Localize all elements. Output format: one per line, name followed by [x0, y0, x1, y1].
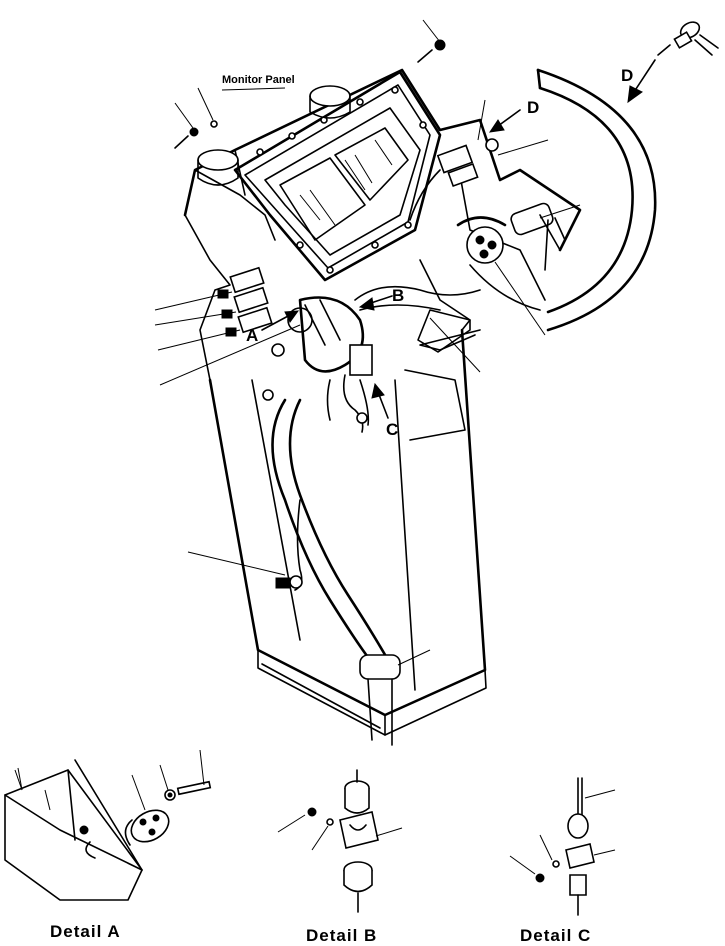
- detail-b-drawing: [277, 769, 403, 913]
- arrow-a-label: A: [246, 326, 259, 345]
- detail-a-caption: Detail A: [50, 922, 121, 941]
- arrow-b: [358, 295, 393, 311]
- detail-a-drawing: [4, 749, 212, 901]
- arrow-a: [261, 310, 300, 331]
- leader-lines: [154, 19, 581, 666]
- monitor-panel-label: Monitor Panel: [222, 74, 295, 86]
- detail-c-caption: Detail C: [520, 926, 592, 945]
- wiring-harness: [262, 285, 481, 746]
- top-right-connector: [409, 138, 499, 221]
- detail-c-drawing: [509, 777, 616, 916]
- arrow-d-right-label: D: [621, 66, 634, 85]
- arrow-b-label: B: [392, 286, 405, 305]
- arrow-d-right: [627, 59, 656, 104]
- key-switch: [456, 202, 566, 311]
- arrow-d-top: [488, 109, 521, 133]
- bolt-top: [174, 39, 446, 149]
- detail-b-caption: Detail B: [306, 926, 378, 945]
- arrow-d-top-label: D: [527, 98, 540, 117]
- curved-hose: [536, 68, 657, 332]
- arrow-c: [371, 382, 389, 419]
- arrow-c-label: C: [386, 420, 399, 439]
- monitor-panel: [197, 70, 442, 282]
- sensor-top-right: [657, 21, 719, 56]
